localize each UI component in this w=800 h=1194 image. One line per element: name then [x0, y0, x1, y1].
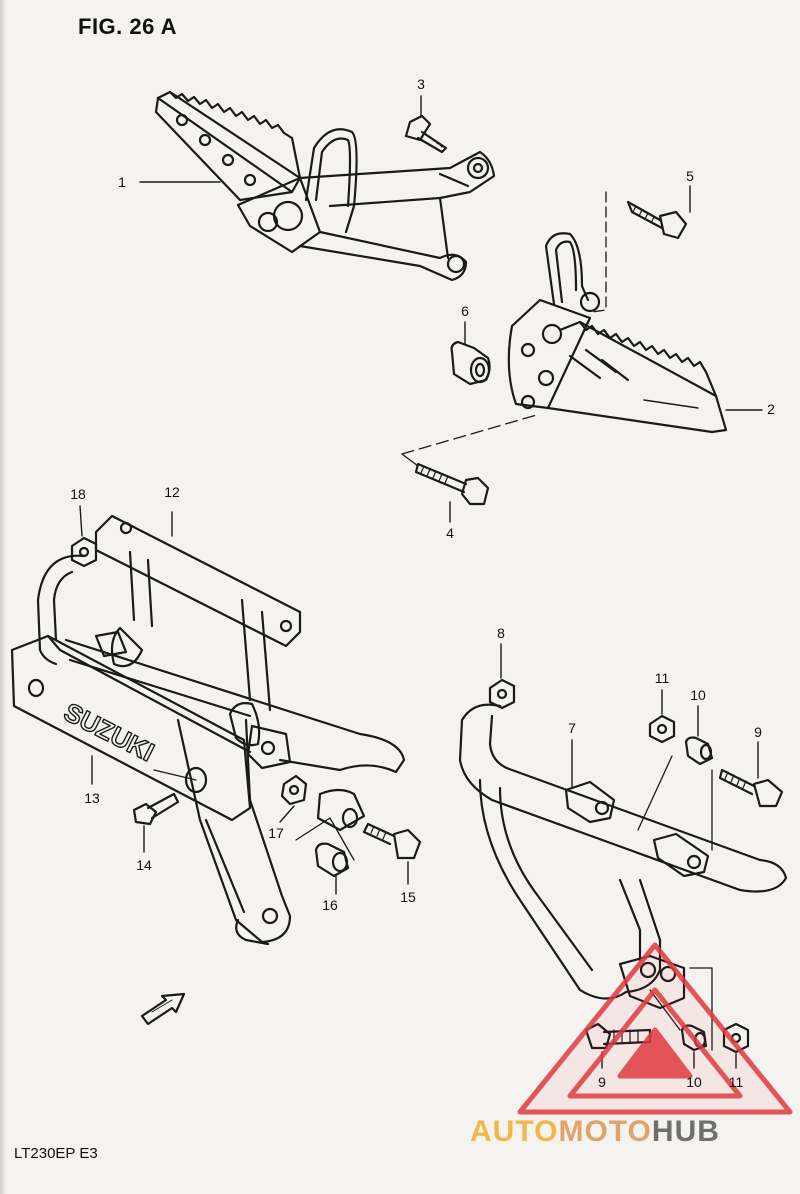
watermark-text: AUTOMOTOHUB [470, 1115, 720, 1149]
part-6-bushing [450, 321, 491, 386]
part-5-bolt [591, 185, 691, 313]
callout-10-lower: 10 [686, 1074, 702, 1090]
part-8-nut [488, 643, 516, 710]
callout-6: 6 [461, 303, 469, 319]
callout-16: 16 [322, 897, 338, 913]
callout-8: 8 [497, 625, 505, 641]
part-3-bolt [404, 95, 448, 154]
watermark-part-c: HUB [651, 1115, 720, 1148]
callout-18: 18 [70, 486, 86, 502]
callout-2: 2 [767, 401, 775, 417]
callout-13: 13 [84, 790, 100, 806]
figure-title: FIG. 26 A [78, 14, 178, 39]
watermark-part-b: MOTO [558, 1115, 652, 1148]
part-9-upper-bolt [718, 741, 784, 808]
callout-15: 15 [400, 889, 416, 905]
watermark-part-a: AUTO [470, 1115, 559, 1148]
part-18-nut [70, 505, 98, 568]
model-code: LT230EP E3 [14, 1145, 98, 1162]
part-16-17-collar-nut [279, 774, 355, 895]
part-11-upper-nut [648, 689, 676, 744]
watermark-logo-icon [517, 942, 793, 1115]
part-2-right-footrest [507, 232, 763, 434]
callout-9-upper: 9 [754, 724, 762, 740]
callout-1: 1 [118, 174, 126, 190]
callout-11-lower: 11 [728, 1074, 744, 1090]
part-10-upper-collar [684, 705, 714, 851]
part-15-bolt [362, 822, 422, 885]
callout-3: 3 [417, 76, 425, 92]
front-direction-arrow-icon [140, 992, 186, 1026]
callout-11-upper: 11 [654, 670, 670, 686]
callout-5: 5 [686, 168, 694, 184]
callout-7: 7 [568, 720, 576, 736]
part-4-bolt [401, 413, 541, 523]
callout-17: 17 [268, 825, 284, 841]
callout-12: 12 [164, 484, 180, 500]
callout-4: 4 [446, 525, 454, 541]
part-13-cover [10, 634, 252, 822]
part-1-left-footrest [139, 90, 496, 282]
callout-14: 14 [136, 857, 152, 873]
callout-9-lower: 9 [598, 1074, 606, 1090]
callout-10-upper: 10 [690, 687, 706, 703]
part-14-bolt [132, 792, 180, 853]
scan-edge-shadow [0, 0, 6, 1194]
part-7-rear-guard [458, 703, 788, 1010]
